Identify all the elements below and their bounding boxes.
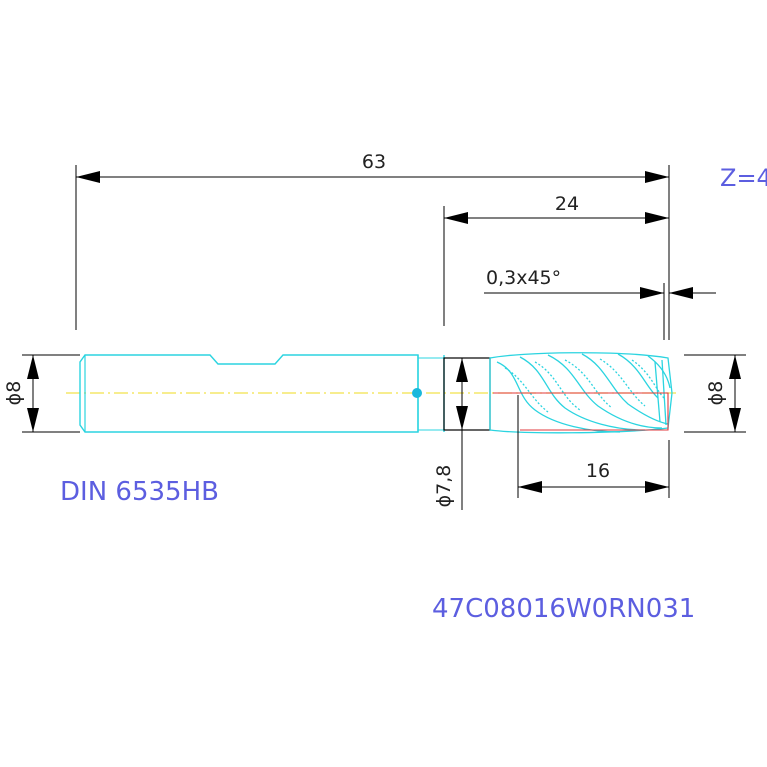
shank-diameter-label: ϕ8 (3, 381, 25, 406)
centre-point (412, 388, 422, 398)
neck-box (417, 357, 445, 431)
standard-label: DIN 6535HB (60, 477, 219, 507)
chamfer-label: 0,3x45° (486, 267, 561, 289)
head-diameter-label: ϕ8 (705, 381, 727, 406)
flute-length-label: 24 (555, 193, 579, 215)
neck-outline (443, 357, 491, 431)
flute-count-label: Z=4 (720, 164, 767, 192)
cut-edge (493, 392, 669, 431)
dimensions (22, 165, 746, 510)
part-number-label: 47C08016W0RN031 (432, 594, 695, 624)
tool-body (66, 352, 676, 434)
overall-length-label: 63 (362, 151, 386, 173)
neck-diameter-label: ϕ7,8 (433, 465, 455, 508)
cut-length-label: 16 (586, 460, 610, 482)
